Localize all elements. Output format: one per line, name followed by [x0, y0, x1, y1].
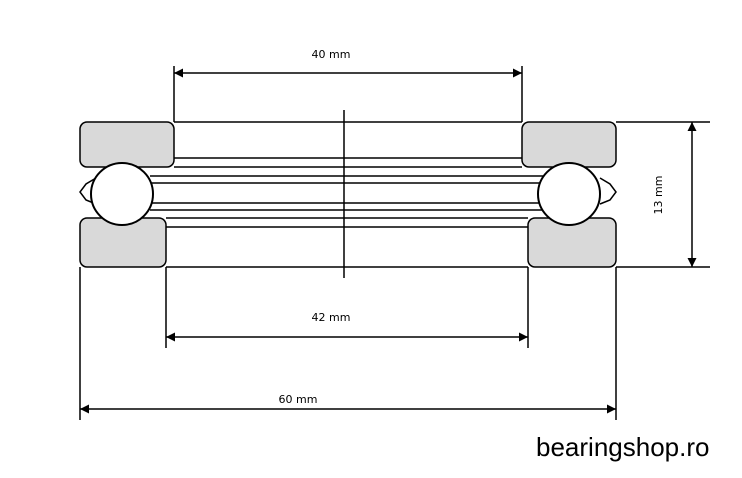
ball-cage	[79, 175, 617, 211]
watermark-text: bearingshop.ro	[536, 432, 710, 462]
label-height: 13 mm	[652, 176, 665, 215]
bottom-washer	[79, 217, 617, 268]
ball-right	[537, 162, 601, 226]
top-washer-left-section	[79, 121, 175, 168]
label-outer: 60 mm	[279, 393, 318, 406]
extension-lines	[79, 66, 710, 420]
ball-left	[90, 162, 154, 226]
top-washer-right-section	[521, 121, 617, 168]
label-inner-bottom: 42 mm	[312, 311, 351, 324]
top-washer	[79, 121, 617, 168]
label-inner-top: 40 mm	[312, 48, 351, 61]
